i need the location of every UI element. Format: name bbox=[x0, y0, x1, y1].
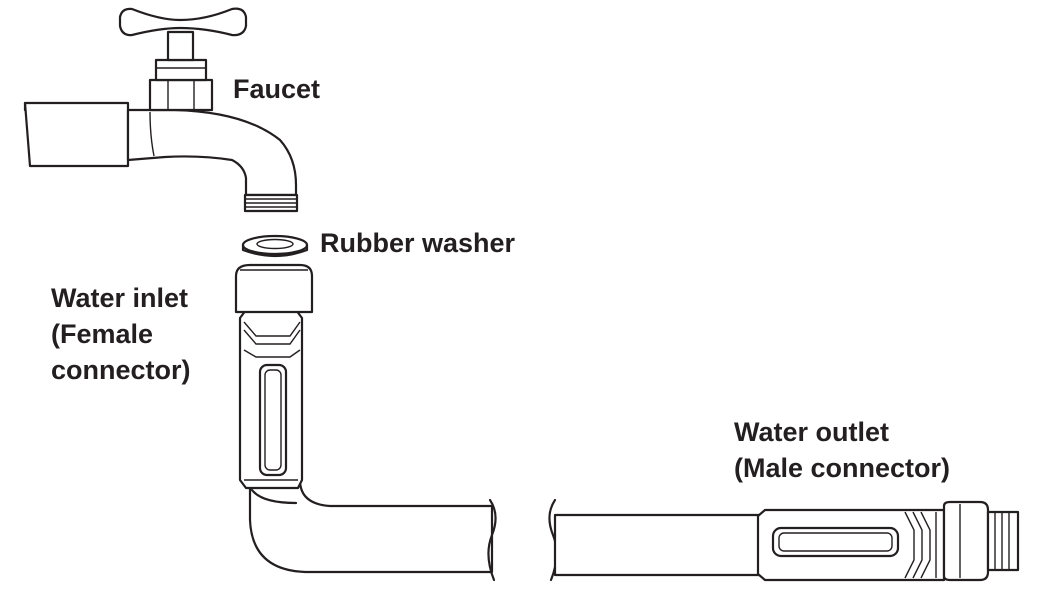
hose-outlet-illustration bbox=[548, 498, 1020, 582]
water-inlet-label-line-3: connector) bbox=[51, 355, 191, 385]
water-outlet-label-line-2: (Male connector) bbox=[734, 453, 951, 483]
rubber-washer-illustration bbox=[241, 234, 309, 258]
faucet-label: Faucet bbox=[233, 71, 320, 107]
hose-inlet-illustration bbox=[234, 263, 497, 582]
faucet-illustration bbox=[23, 7, 299, 213]
faucet-label-text: Faucet bbox=[233, 74, 321, 104]
water-inlet-label-line-2: (Female bbox=[51, 319, 154, 349]
rubber-washer-label-text: Rubber washer bbox=[320, 228, 516, 258]
rubber-washer-label: Rubber washer bbox=[320, 225, 515, 261]
water-inlet-label-line-1: Water inlet bbox=[51, 283, 189, 313]
water-outlet-label-line-1: Water outlet bbox=[734, 417, 889, 447]
water-inlet-label: Water inlet (Female connector) bbox=[51, 280, 191, 388]
water-outlet-label: Water outlet (Male connector) bbox=[734, 414, 950, 486]
